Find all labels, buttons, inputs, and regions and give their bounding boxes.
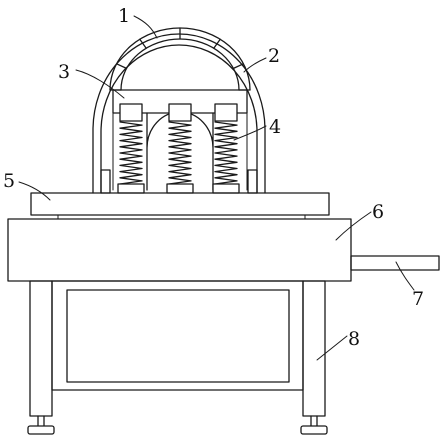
spring-bottom-base xyxy=(212,183,240,194)
foot-left-pad xyxy=(27,425,55,435)
segmented-arch xyxy=(109,27,251,91)
callout-6: 6 xyxy=(372,201,384,223)
arch-segment-divider xyxy=(232,63,245,70)
callout-numbers: 1 2 3 4 5 6 7 8 xyxy=(3,5,424,350)
spring-bottom-base xyxy=(166,183,194,194)
callout-7: 7 xyxy=(412,288,424,310)
leader-4 xyxy=(233,125,267,141)
leg-right xyxy=(302,280,326,417)
spring-top-cap xyxy=(168,103,192,122)
outer-arch-outer-edge xyxy=(92,33,266,194)
table-body xyxy=(7,218,352,282)
leg-left xyxy=(29,280,53,417)
spring-coil xyxy=(119,121,143,185)
leader-6 xyxy=(335,211,372,241)
spring-bottom-base xyxy=(117,183,145,194)
leader-5 xyxy=(18,181,51,201)
spring-assemblies xyxy=(117,103,240,194)
outer-arch-frame xyxy=(92,33,266,194)
callout-4: 4 xyxy=(269,116,281,138)
leader-lines xyxy=(18,15,415,361)
outer-arch-inner-edge xyxy=(100,44,258,194)
extension-bar xyxy=(350,255,440,271)
spring-assembly xyxy=(212,103,240,194)
work-plate xyxy=(30,192,330,216)
foot-left-stem xyxy=(37,415,45,427)
work-plate-base-line xyxy=(57,214,306,220)
callout-8: 8 xyxy=(348,328,360,350)
spring-coil xyxy=(214,121,238,185)
callout-2: 2 xyxy=(268,45,280,67)
stop-block-right xyxy=(247,169,258,194)
arch-segment-divider xyxy=(213,38,221,49)
arch-segment-divider xyxy=(115,63,128,70)
stop-block-left xyxy=(100,169,111,194)
callout-3: 3 xyxy=(58,61,70,83)
leader-3 xyxy=(75,69,125,99)
arch-segment-divider xyxy=(139,38,147,49)
spring-assembly xyxy=(117,103,145,194)
callout-1: 1 xyxy=(118,5,130,27)
support-frame xyxy=(27,280,328,435)
foot-right-stem xyxy=(310,415,318,427)
foot-right-pad xyxy=(300,425,328,435)
leader-1 xyxy=(133,15,158,39)
lower-frame-outer xyxy=(51,280,304,391)
leader-7 xyxy=(395,261,415,291)
callout-5: 5 xyxy=(3,170,15,192)
leader-8 xyxy=(316,335,348,361)
lower-frame-inner xyxy=(66,289,290,383)
spring-top-cap xyxy=(214,103,238,122)
spring-assembly xyxy=(166,103,194,194)
spring-top-cap xyxy=(119,103,143,122)
spring-coil xyxy=(168,121,192,185)
leader-2 xyxy=(243,57,267,73)
segmented-arch-dividers xyxy=(115,27,245,70)
